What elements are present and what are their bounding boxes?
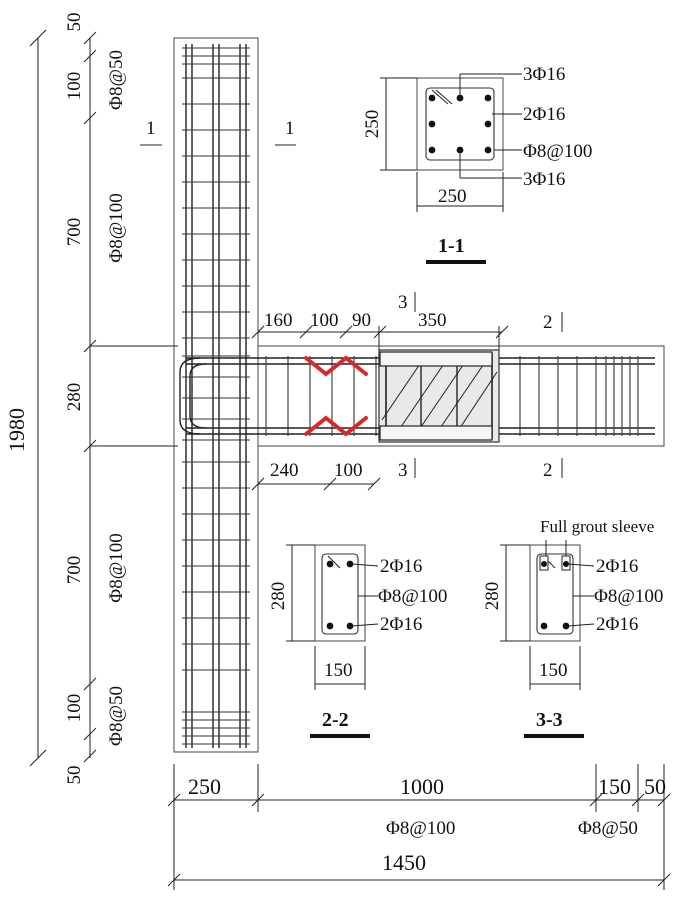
seg-upper-700: 700 <box>64 218 85 247</box>
section-2-2-stirrup: Φ8@100 <box>378 586 447 607</box>
beam-dim-350: 350 <box>418 310 447 331</box>
beam-dim-90: 90 <box>352 310 371 331</box>
column-section-mark-right: 1 <box>285 118 295 139</box>
section-2-top-mark: 2 <box>543 312 553 333</box>
section-3-top-mark: 3 <box>398 292 408 313</box>
stirrup-bot-dense: Φ8@50 <box>106 686 127 746</box>
seg-bot-50: 50 <box>64 766 85 785</box>
full-grout-sleeve-note: Full grout sleeve <box>540 517 654 536</box>
bottom-dim-1000: 1000 <box>400 774 444 799</box>
total-height-label: 1980 <box>4 408 29 452</box>
section-2-2-height: 280 <box>268 582 289 611</box>
beam-dim-240: 240 <box>270 460 299 481</box>
seg-top-100: 100 <box>64 72 85 101</box>
bottom-dim-250: 250 <box>188 774 221 799</box>
left-dimension-lines <box>29 29 178 767</box>
section-3-bot-mark: 3 <box>398 460 408 481</box>
column-stirrups <box>182 47 250 745</box>
section-2-2-bot-bars: 2Φ16 <box>380 614 422 635</box>
stirrup-lower: Φ8@100 <box>106 533 127 602</box>
column <box>173 37 259 753</box>
beam-bottom-dimension-line <box>251 477 381 491</box>
seg-lower-700: 700 <box>64 556 85 585</box>
beam-dim-100: 100 <box>310 310 339 331</box>
section-1-1-width: 250 <box>438 186 467 207</box>
section-3-3-title: 3-3 <box>536 709 563 731</box>
stirrup-top-dense: Φ8@50 <box>106 50 127 110</box>
beam-dim-100b: 100 <box>334 460 363 481</box>
bottom-stirrup-beam: Φ8@100 <box>386 818 455 839</box>
bottom-stirrup-end: Φ8@50 <box>578 818 638 839</box>
section-1-1-height: 250 <box>362 110 383 139</box>
section-1-1-bot-bars: 3Φ16 <box>523 169 565 190</box>
section-2-bot-mark: 2 <box>543 460 553 481</box>
section-2-2 <box>286 544 379 690</box>
section-1-1 <box>380 73 522 212</box>
section-3-3-height: 280 <box>482 582 503 611</box>
beam <box>179 345 665 447</box>
section-1-1-top-bars: 3Φ16 <box>523 64 565 85</box>
seg-joint-280: 280 <box>64 383 85 412</box>
section-1-1-stirrup: Φ8@100 <box>523 141 592 162</box>
beam-top-dimension-line <box>251 325 509 350</box>
seg-top-50: 50 <box>64 13 85 32</box>
section-3-3-width: 150 <box>539 660 568 681</box>
bottom-dim-1450: 1450 <box>382 850 426 875</box>
bottom-dimension-lines <box>167 764 671 890</box>
section-2-2-width: 150 <box>324 660 353 681</box>
bottom-dim-50: 50 <box>644 774 666 799</box>
section-3-3-bot-bars: 2Φ16 <box>596 614 638 635</box>
section-2-2-title: 2-2 <box>322 709 349 731</box>
section-1-1-mid-bars: 2Φ16 <box>523 104 565 125</box>
column-section-mark-left: 1 <box>146 118 156 139</box>
section-1-1-title: 1-1 <box>438 235 465 257</box>
section-2-2-top-bars: 2Φ16 <box>380 556 422 577</box>
bottom-dim-150: 150 <box>598 774 631 799</box>
section-3-3-stirrup: Φ8@100 <box>594 586 663 607</box>
section-3-3-top-bars: 2Φ16 <box>596 556 638 577</box>
seg-bot-100: 100 <box>64 694 85 723</box>
section-3-3 <box>500 540 595 690</box>
stirrup-upper: Φ8@100 <box>106 193 127 262</box>
beam-dim-160: 160 <box>264 310 293 331</box>
